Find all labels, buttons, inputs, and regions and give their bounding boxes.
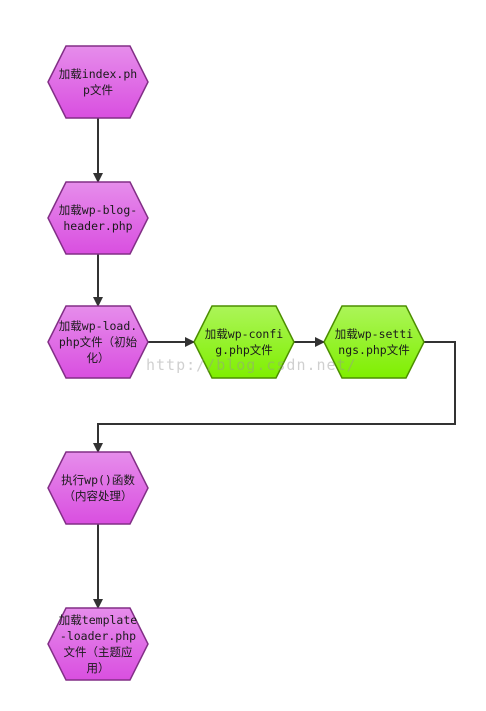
node-run-wp-hexagon xyxy=(47,451,149,525)
node-load-index-label: 加载index.php文件 xyxy=(58,67,138,97)
node-load-wp-load-hexagon xyxy=(47,305,149,379)
edge-n5-to-n6 xyxy=(93,341,456,453)
node-load-index-hexagon xyxy=(47,45,149,119)
node-load-blog-header-hexagon xyxy=(47,181,149,255)
node-load-wp-load-label: 加载wp-load.php文件（初始化） xyxy=(58,319,138,365)
node-load-template-loader-label: 加载template-loader.php文件（主题应用） xyxy=(58,613,138,675)
watermark: http://blog.csdn.net/ xyxy=(146,356,357,374)
node-load-blog-header-label: 加载wp-blog-header.php xyxy=(58,203,138,233)
node-load-wp-config-label: 加载wp-config.php文件 xyxy=(204,327,284,357)
node-load-wp-settings-label: 加载wp-settings.php文件 xyxy=(334,327,414,357)
node-load-wp-config-hexagon xyxy=(193,305,295,379)
node-load-template-loader-hexagon xyxy=(47,607,149,681)
node-run-wp-label: 执行wp()函数（内容处理） xyxy=(61,473,135,503)
node-load-wp-settings-hexagon xyxy=(323,305,425,379)
